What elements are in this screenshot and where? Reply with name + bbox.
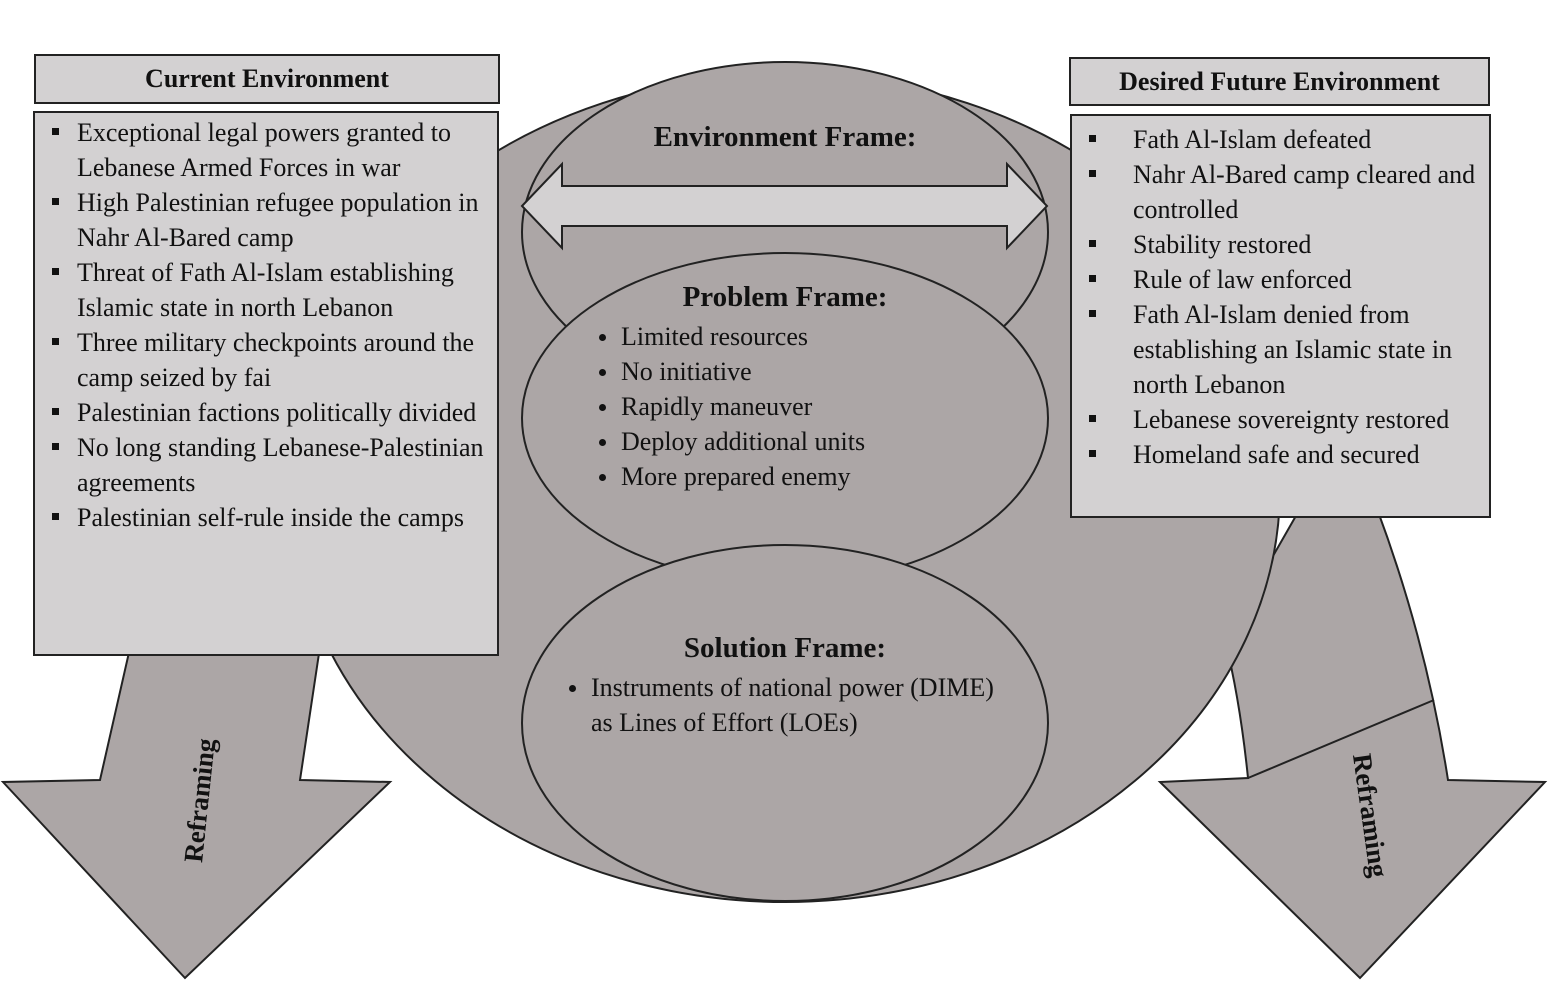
current-environment-title: Current Environment [145, 64, 389, 93]
problem-frame-item: More prepared enemy [599, 459, 1041, 494]
right-arrow-seam [1247, 699, 1435, 779]
current-environment-item: Exceptional legal powers granted to Leba… [52, 115, 487, 185]
desired-environment-item: Homeland safe and secured [1089, 437, 1481, 472]
desired-environment-item: Fath Al-Islam denied from establishing a… [1089, 297, 1481, 402]
current-environment-item: Palestinian self-rule inside the camps [52, 500, 487, 535]
environment-frame-title: Environment Frame: [653, 121, 917, 153]
current-environment-items: Exceptional legal powers granted to Leba… [52, 115, 487, 535]
solution-frame-title: Solution Frame: [683, 632, 887, 664]
desired-environment-item: Stability restored [1089, 227, 1481, 262]
desired-environment-item: Rule of law enforced [1089, 262, 1481, 297]
right-reframing-arrow [1157, 427, 1548, 980]
solution-frame-items: Instruments of national power (DIME) as … [569, 670, 1001, 740]
current-environment-item: Palestinian factions politically divided [52, 395, 487, 430]
current-environment-header: Current Environment [34, 54, 500, 104]
problem-frame-item: Deploy additional units [599, 424, 1041, 459]
current-environment-item: Threat of Fath Al-Islam establishing Isl… [52, 255, 487, 325]
problem-frame-title: Problem Frame: [682, 281, 888, 313]
problem-frame-item: No initiative [599, 354, 1041, 389]
desired-environment-title: Desired Future Environment [1119, 66, 1440, 96]
desired-environment-item: Lebanese sovereignty restored [1089, 402, 1481, 437]
problem-frame-item: Rapidly maneuver [599, 389, 1041, 424]
problem-frame-items: Limited resources No initiative Rapidly … [599, 319, 1041, 494]
solution-frame-ellipse [521, 544, 1049, 902]
desired-environment-item: Fath Al-Islam defeated [1089, 122, 1481, 157]
current-environment-list: Exceptional legal powers granted to Leba… [33, 111, 499, 656]
problem-frame-item: Limited resources [599, 319, 1041, 354]
current-environment-item: High Palestinian refugee population in N… [52, 185, 487, 255]
double-arrow [520, 161, 1049, 251]
desired-environment-items: Fath Al-Islam defeated Nahr Al-Bared cam… [1089, 122, 1481, 472]
desired-environment-item: Nahr Al-Bared camp cleared and controlle… [1089, 157, 1481, 227]
desired-environment-header: Desired Future Environment [1069, 57, 1490, 106]
current-environment-item: Three military checkpoints around the ca… [52, 325, 487, 395]
current-environment-item: No long standing Lebanese-Palestinian ag… [52, 430, 487, 500]
desired-environment-list: Fath Al-Islam defeated Nahr Al-Bared cam… [1070, 114, 1491, 518]
solution-frame-item: Instruments of national power (DIME) as … [569, 670, 1001, 740]
